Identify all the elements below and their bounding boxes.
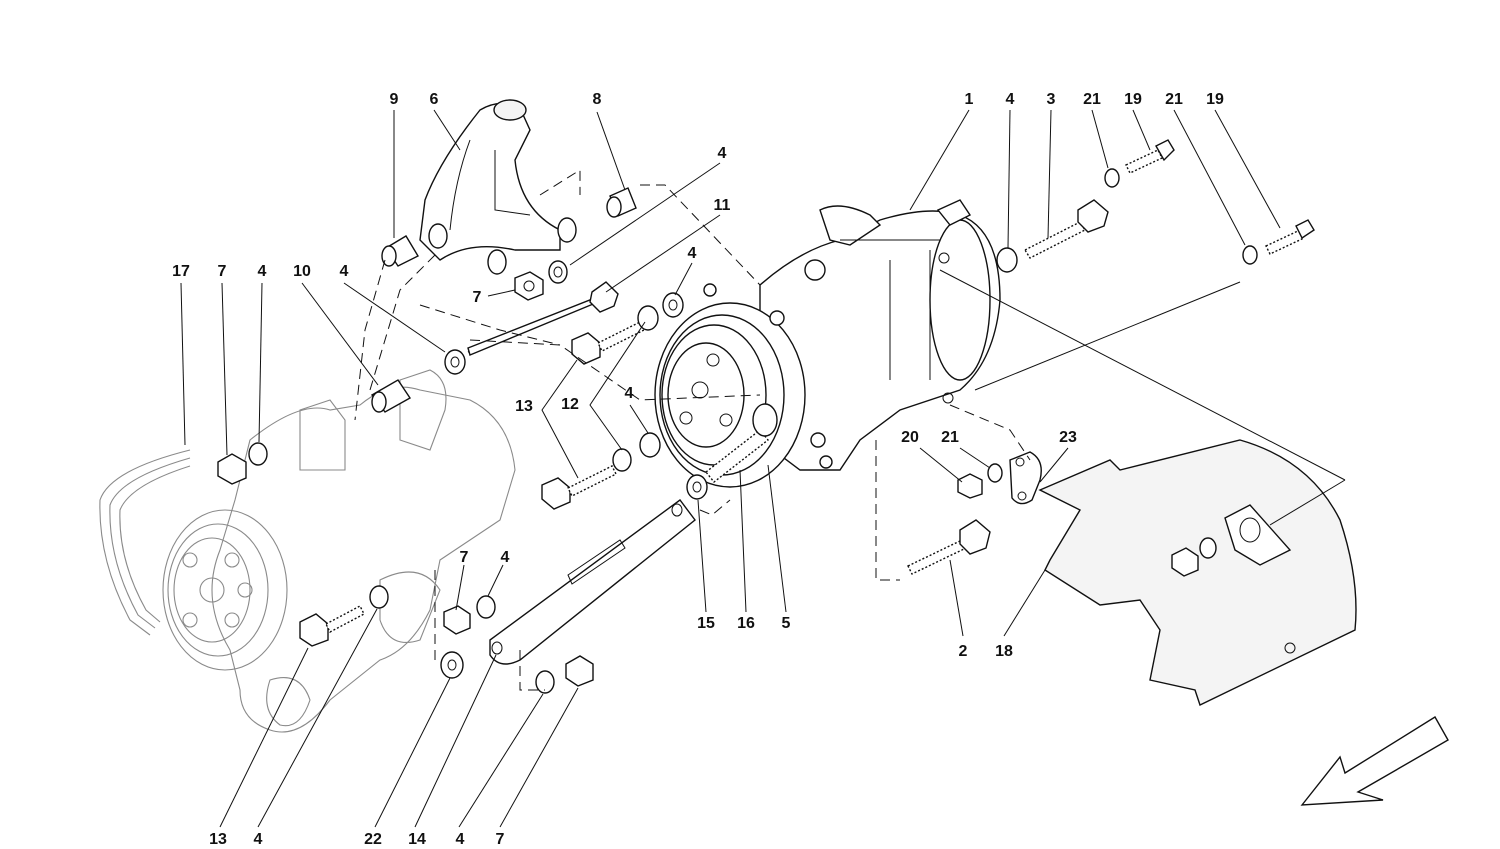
label-7: 7 — [473, 289, 482, 306]
washer-4-top — [548, 260, 568, 284]
label-17: 17 — [172, 263, 190, 280]
label-4: 4 — [258, 263, 267, 280]
heat-shield-part-18 — [1038, 439, 1357, 706]
washer-4-right — [996, 247, 1018, 273]
label-16: 16 — [737, 615, 755, 632]
stud-part-16 — [705, 403, 778, 483]
washer-21-mid — [987, 463, 1003, 483]
washer-4-lower-right — [535, 670, 555, 694]
bolt-part-2 — [907, 519, 991, 575]
clutch-pulley-part-5 — [654, 283, 833, 488]
label-12: 12 — [561, 396, 579, 413]
label-20: 20 — [901, 429, 919, 446]
label-4: 4 — [718, 145, 727, 162]
engine-block-ghost — [211, 369, 516, 733]
label-4: 4 — [688, 245, 697, 262]
nut-7-lower-mid — [443, 605, 471, 635]
pulley-ghost — [162, 509, 288, 671]
label-21: 21 — [1165, 91, 1183, 108]
label-19: 19 — [1206, 91, 1224, 108]
label-7: 7 — [460, 549, 469, 566]
part-labels: 9 6 8 4 11 7 17 7 4 10 4 4 13 12 4 7 4 1… — [172, 91, 1224, 848]
assembly-dashed-lines — [354, 169, 1031, 691]
label-10: 10 — [293, 263, 311, 280]
label-6: 6 — [430, 91, 439, 108]
bolt-part-3 — [1024, 199, 1109, 259]
nut-7-left — [217, 453, 247, 485]
leader-lines — [180, 109, 1346, 828]
washer-4-left — [248, 442, 268, 466]
bracket-part-23 — [1009, 451, 1042, 505]
label-18: 18 — [995, 643, 1013, 660]
washer-4-lower-mid — [476, 595, 496, 619]
label-13: 13 — [515, 398, 533, 415]
washer-15 — [686, 474, 708, 500]
label-2: 2 — [959, 643, 968, 660]
bolt-part-13-lower — [541, 432, 661, 510]
bolt-part-13-upper — [571, 305, 659, 365]
label-4: 4 — [625, 385, 634, 402]
washer-21-upper — [1104, 168, 1120, 188]
bracket-part-6 — [419, 99, 577, 275]
bolt-part-13-lower-left — [299, 585, 389, 647]
long-bolt-part-11 — [467, 281, 619, 356]
spacer-part-9 — [381, 235, 419, 267]
label-4: 4 — [501, 549, 510, 566]
nut-20 — [957, 473, 983, 499]
label-19: 19 — [1124, 91, 1142, 108]
label-15: 15 — [697, 615, 715, 632]
label-4: 4 — [340, 263, 349, 280]
label-3: 3 — [1047, 91, 1056, 108]
washer-22 — [440, 651, 464, 679]
label-21: 21 — [941, 429, 959, 446]
spacer-part-10 — [370, 379, 412, 413]
washer-21-lower — [1242, 245, 1258, 265]
label-4: 4 — [1006, 91, 1015, 108]
label-7: 7 — [496, 831, 505, 848]
label-23: 23 — [1059, 429, 1077, 446]
label-9: 9 — [390, 91, 399, 108]
label-4: 4 — [254, 831, 263, 848]
label-11: 11 — [714, 197, 731, 214]
nut-7-lower-right — [565, 655, 594, 687]
label-21: 21 — [1083, 91, 1101, 108]
label-4: 4 — [456, 831, 465, 848]
label-5: 5 — [782, 615, 791, 632]
nut-7-top — [514, 271, 544, 301]
direction-arrow-icon — [1300, 716, 1449, 806]
label-22: 22 — [364, 831, 382, 848]
label-13: 13 — [209, 831, 227, 848]
strap-part-14 — [489, 499, 696, 665]
screw-part-19-lower — [1265, 219, 1315, 255]
label-1: 1 — [965, 91, 974, 108]
spacer-part-8 — [606, 187, 637, 218]
washer-4-pulley-left — [662, 292, 684, 318]
drive-belt-ghost — [99, 449, 191, 636]
label-7: 7 — [218, 263, 227, 280]
screw-part-19-upper — [1125, 139, 1175, 174]
washer-4-long-bolt — [444, 349, 466, 375]
label-14: 14 — [408, 831, 426, 848]
label-8: 8 — [593, 91, 602, 108]
compressor-part-1 — [759, 199, 1001, 471]
